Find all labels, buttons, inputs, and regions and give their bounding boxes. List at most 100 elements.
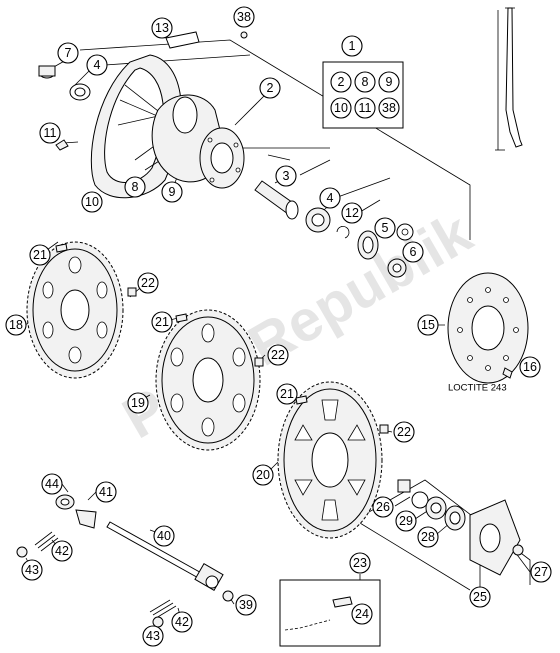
axle-adjusters [16,494,234,628]
rear-hub [151,94,245,189]
sprocket-lower [277,381,383,539]
svg-text:4: 4 [94,58,101,72]
callout-27: 27 [530,561,552,583]
svg-text:40: 40 [157,529,171,543]
callout-9: 9 [161,181,183,203]
svg-text:10: 10 [334,101,348,115]
svg-text:21: 21 [280,387,294,401]
svg-text:8: 8 [132,180,139,194]
callout-28: 28 [417,526,439,548]
svg-text:42: 42 [175,615,189,629]
kit-item-6: 38 [378,97,400,119]
bolt-nut-set-2 [175,313,264,367]
svg-text:18: 18 [9,318,23,332]
bolt-nut-set-3 [295,395,389,434]
svg-text:38: 38 [382,101,396,115]
callout-42-b: 42 [171,611,193,633]
svg-text:39: 39 [239,598,253,612]
bolt-nut-set-1 [55,243,137,297]
callouts: 1 2 3 4 4 5 6 7 8 9 10 11 12 13 15 16 18… [5,6,552,647]
svg-text:43: 43 [146,629,160,643]
kit-item-1: 2 [330,71,352,93]
svg-text:28: 28 [421,530,435,544]
loctite-note: LOCTITE 243 [448,383,507,394]
callout-22-c: 22 [393,421,415,443]
callout-21-a: 21 [29,244,51,266]
svg-text:24: 24 [355,607,369,621]
svg-text:22: 22 [141,276,155,290]
svg-text:22: 22 [397,425,411,439]
svg-text:3: 3 [283,169,290,183]
kit-item-2: 8 [354,71,376,93]
callout-16: 16 [519,356,541,378]
callout-25: 25 [469,586,491,608]
svg-text:11: 11 [359,101,372,115]
svg-text:6: 6 [410,245,417,259]
callout-8: 8 [124,176,146,198]
svg-text:11: 11 [44,126,57,140]
svg-text:29: 29 [399,514,413,528]
long-axle-illustration [495,7,523,151]
callout-1: 1 [341,35,363,57]
callout-24: 24 [351,603,373,625]
svg-text:8: 8 [362,75,369,89]
svg-text:13: 13 [155,21,169,35]
loctite-label: LOCTITE 243 [448,383,507,394]
svg-text:9: 9 [169,185,176,199]
callout-29: 29 [395,510,417,532]
svg-text:12: 12 [345,206,359,220]
callout-13: 13 [151,17,173,39]
callout-5: 5 [374,217,396,239]
callout-43-a: 43 [21,559,43,581]
svg-text:41: 41 [99,485,113,499]
svg-text:25: 25 [473,590,487,604]
callout-4-top: 4 [86,54,108,76]
kit-item-4: 10 [330,97,352,119]
svg-text:9: 9 [386,75,393,89]
svg-text:44: 44 [45,477,59,491]
callout-19: 19 [127,392,149,414]
svg-text:20: 20 [256,468,270,482]
svg-text:38: 38 [237,10,251,24]
svg-text:2: 2 [267,81,274,95]
svg-text:7: 7 [65,46,72,60]
callout-39: 39 [235,594,257,616]
svg-text:4: 4 [327,191,334,205]
callout-15: 15 [417,314,439,336]
svg-text:21: 21 [33,248,47,262]
svg-text:23: 23 [353,556,367,570]
svg-text:2: 2 [338,75,345,89]
svg-text:21: 21 [155,315,169,329]
callout-22-b: 22 [267,344,289,366]
svg-text:1: 1 [349,39,356,53]
svg-text:10: 10 [85,195,99,209]
callout-20: 20 [252,464,274,486]
callout-11: 11 [39,122,61,144]
svg-text:19: 19 [131,396,145,410]
sprocket-carrier [397,479,524,576]
svg-text:27: 27 [534,565,548,579]
callout-6: 6 [402,241,424,263]
svg-text:42: 42 [55,544,69,558]
callout-23: 23 [349,552,371,574]
callout-3: 3 [275,165,297,187]
callout-38: 38 [233,6,255,28]
callout-26: 26 [372,496,394,518]
kit-item-3: 9 [378,71,400,93]
callout-42-a: 42 [51,540,73,562]
rear-axle [106,521,224,591]
callout-2: 2 [259,77,281,99]
sprocket-left [26,241,124,379]
callout-10: 10 [81,191,103,213]
callout-43-b: 43 [142,625,164,647]
callout-12: 12 [341,202,363,224]
callout-21-b: 21 [151,311,173,333]
kit-item-5: 11 [354,97,376,119]
callout-18: 18 [5,314,27,336]
bearing-parts-top [38,31,248,151]
kit-callouts: 2 8 9 10 11 38 [330,71,400,119]
callout-22-a: 22 [137,272,159,294]
svg-text:5: 5 [382,221,389,235]
callout-21-c: 21 [276,383,298,405]
